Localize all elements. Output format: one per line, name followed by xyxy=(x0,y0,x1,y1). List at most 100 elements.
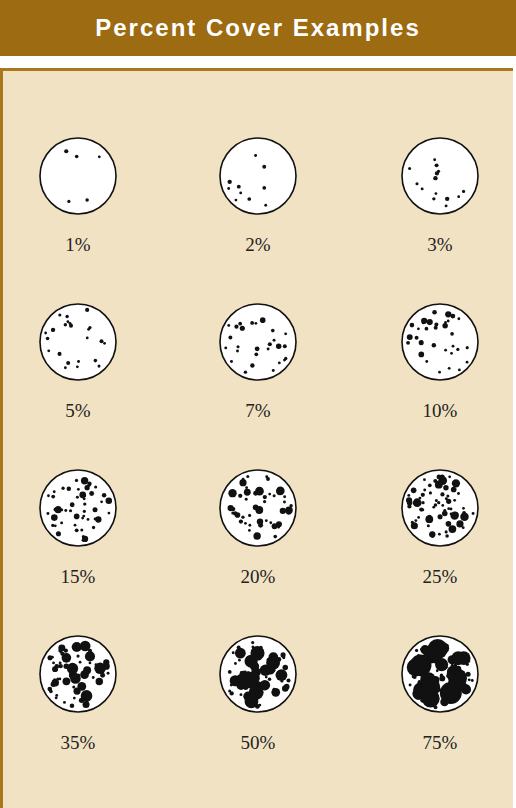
cover-circle xyxy=(220,304,296,380)
cover-dot xyxy=(85,198,89,202)
cover-dot xyxy=(410,654,432,676)
sample-circle xyxy=(220,470,296,546)
sample-circle xyxy=(220,304,296,380)
cover-dot xyxy=(457,694,461,698)
percent-label: 7% xyxy=(245,400,270,422)
cover-dot xyxy=(434,503,438,507)
sample-circle xyxy=(220,636,296,712)
cover-dot xyxy=(277,658,280,661)
cover-dot xyxy=(425,360,428,363)
cover-dot xyxy=(446,521,452,527)
cover-dot xyxy=(94,485,97,488)
cover-dot xyxy=(433,479,437,483)
sample-circle xyxy=(40,470,116,546)
cover-dot xyxy=(103,659,109,665)
cover-dot xyxy=(224,347,227,350)
cover-dot xyxy=(272,369,275,372)
cover-dot xyxy=(107,672,110,675)
cover-dot xyxy=(251,641,254,644)
cover-dot xyxy=(247,197,251,201)
cover-dot xyxy=(85,308,89,312)
cover-circle xyxy=(402,636,478,712)
cover-dot xyxy=(255,704,260,709)
cover-dot xyxy=(106,498,113,505)
cover-circle xyxy=(40,636,116,712)
cover-dot xyxy=(407,494,410,497)
cover-dot xyxy=(53,490,56,493)
cover-dot xyxy=(237,185,241,189)
cover-dot xyxy=(432,310,437,315)
cover-dot xyxy=(432,197,435,200)
cover-dot xyxy=(81,690,93,702)
cover-dot xyxy=(245,498,248,501)
cover-dot xyxy=(451,487,457,493)
cover-dot xyxy=(472,512,475,515)
cover-dot xyxy=(47,655,52,660)
cover-dot xyxy=(273,535,277,539)
cover-dot xyxy=(239,191,242,194)
cover-dot xyxy=(52,679,60,687)
cover-dot xyxy=(70,673,81,684)
cover-dot xyxy=(228,670,232,674)
cover-dot xyxy=(234,325,238,329)
cover-dot xyxy=(89,662,92,665)
cover-dot xyxy=(435,499,438,502)
cover-dot xyxy=(453,499,456,502)
cover-dot xyxy=(425,327,429,331)
cover-dot xyxy=(425,515,433,523)
cover-dot xyxy=(238,494,242,498)
percent-label: 25% xyxy=(423,566,458,588)
cover-dot xyxy=(75,479,78,482)
cover-dot xyxy=(72,642,82,652)
cover-dot xyxy=(95,663,98,666)
cover-dot xyxy=(93,507,98,512)
cover-dot xyxy=(83,692,86,695)
cover-dot xyxy=(101,664,104,667)
percent-label: 3% xyxy=(427,234,452,256)
cover-dot xyxy=(77,488,80,491)
cover-dot xyxy=(446,644,449,647)
cover-dot xyxy=(69,322,72,325)
cover-dot xyxy=(245,655,258,668)
cover-dot xyxy=(276,488,283,495)
cover-dot xyxy=(411,522,418,529)
cover-dot xyxy=(283,501,286,504)
cover-dot xyxy=(64,509,67,512)
cover-dot xyxy=(235,648,246,659)
cover-circle xyxy=(220,636,296,712)
cover-dot xyxy=(455,666,461,672)
cover-dot xyxy=(428,484,432,488)
cover-dot xyxy=(100,673,105,678)
cover-dot xyxy=(452,668,455,671)
cover-dot xyxy=(427,524,430,527)
cover-dot xyxy=(434,322,438,326)
cover-dot xyxy=(245,486,248,489)
cover-dot xyxy=(284,332,287,335)
cover-dot xyxy=(429,491,432,494)
cover-dot xyxy=(76,655,79,658)
sample-circle xyxy=(402,636,478,712)
percent-label: 15% xyxy=(61,566,96,588)
cover-dot xyxy=(74,524,77,527)
cover-dot xyxy=(250,363,254,367)
percent-label: 75% xyxy=(423,732,458,754)
cover-dot xyxy=(466,361,469,364)
cover-dot xyxy=(46,512,49,515)
cover-dot xyxy=(86,337,89,340)
cover-dot xyxy=(250,321,254,325)
cover-dot xyxy=(421,493,425,497)
cover-dot xyxy=(437,501,440,504)
cover-dot xyxy=(94,359,98,363)
cover-dot xyxy=(227,187,230,190)
cover-dot xyxy=(63,701,66,704)
cover-dot xyxy=(271,329,275,333)
cover-dot xyxy=(471,679,474,682)
cover-dot xyxy=(423,478,426,481)
cover-dot xyxy=(450,352,453,355)
title: Percent Cover Examples xyxy=(0,0,516,56)
cover-dot xyxy=(260,680,270,690)
cover-dot xyxy=(283,344,287,348)
cover-dot xyxy=(447,320,450,323)
cover-dot xyxy=(413,675,417,679)
cover-dot xyxy=(435,171,439,175)
